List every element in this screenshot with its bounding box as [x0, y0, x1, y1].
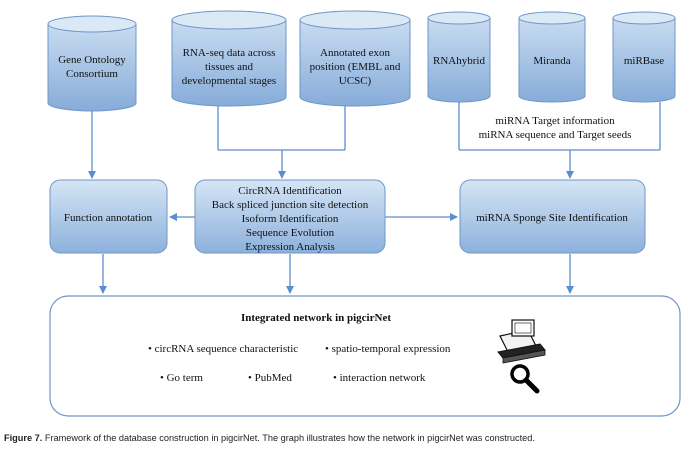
- exon-label-line2: position (EMBL and: [310, 61, 401, 73]
- rnaseq-cylinder: RNA-seq data across tissues and developm…: [171, 10, 287, 107]
- circrna-line4: Sequence Evolution: [246, 227, 335, 239]
- exon-label-line1: Annotated exon: [320, 47, 390, 59]
- miranda-label: Miranda: [533, 55, 570, 67]
- exon-label-line3: UCSC): [339, 75, 372, 87]
- circrna-line3: Isoform Identification: [242, 213, 339, 225]
- annotated-exon-cylinder: Annotated exon position (EMBL and UCSC): [299, 10, 411, 107]
- mirna-sponge-label: miRNA Sponge Site Identification: [476, 212, 628, 224]
- function-annotation-label: Function annotation: [64, 212, 153, 224]
- computer-icon: [497, 319, 546, 364]
- feature-go-term: • Go term: [160, 372, 203, 384]
- feature-interaction-network: • interaction network: [333, 372, 426, 384]
- magnifier-icon: [510, 364, 540, 394]
- circrna-line2: Back spliced junction site detection: [212, 199, 369, 211]
- circrna-box: CircRNA Identification Back spliced junc…: [194, 179, 386, 254]
- network-title: Integrated network in pigcirNet: [241, 312, 391, 324]
- feature-pubmed: • PubMed: [248, 372, 292, 384]
- feature-circrna-sequence: • circRNA sequence characteristic: [148, 343, 298, 355]
- framework-diagram: Gene Ontology Consortium RNA-seq data ac…: [47, 10, 681, 417]
- rnaseq-label-line3: developmental stages: [182, 75, 276, 87]
- function-annotation-box: Function annotation: [49, 179, 168, 254]
- gene-ontology-label-line1: Gene Ontology: [58, 54, 126, 66]
- caption-text: Framework of the database construction i…: [42, 433, 535, 443]
- circrna-line1: CircRNA Identification: [238, 185, 342, 197]
- rnahybrid-cylinder: RNAhybrid: [427, 11, 491, 103]
- mirna-target-info-text: miRNA Target information: [495, 115, 615, 127]
- connectors: [88, 102, 661, 294]
- gene-ontology-label-line2: Consortium: [66, 68, 118, 80]
- mirna-sponge-box: miRNA Sponge Site Identification: [459, 179, 646, 254]
- integrated-network-box: Integrated network in pigcirNet • circRN…: [49, 295, 681, 417]
- gene-ontology-cylinder: Gene Ontology Consortium: [47, 15, 137, 112]
- figure-label: Figure 7.: [4, 433, 43, 443]
- feature-spatio-temporal: • spatio-temporal expression: [325, 343, 451, 355]
- mirna-sequence-text: miRNA sequence and Target seeds: [479, 129, 632, 141]
- rnahybrid-label: RNAhybrid: [433, 55, 485, 67]
- circrna-line5: Expression Analysis: [245, 241, 335, 253]
- mirbase-cylinder: miRBase: [612, 11, 676, 103]
- mirbase-label: miRBase: [624, 55, 664, 67]
- rnaseq-label-line1: RNA-seq data across: [183, 47, 276, 59]
- figure-caption: Figure 7. Framework of the database cons…: [4, 433, 688, 443]
- miranda-cylinder: Miranda: [518, 11, 586, 103]
- rnaseq-label-line2: tissues and: [205, 61, 253, 73]
